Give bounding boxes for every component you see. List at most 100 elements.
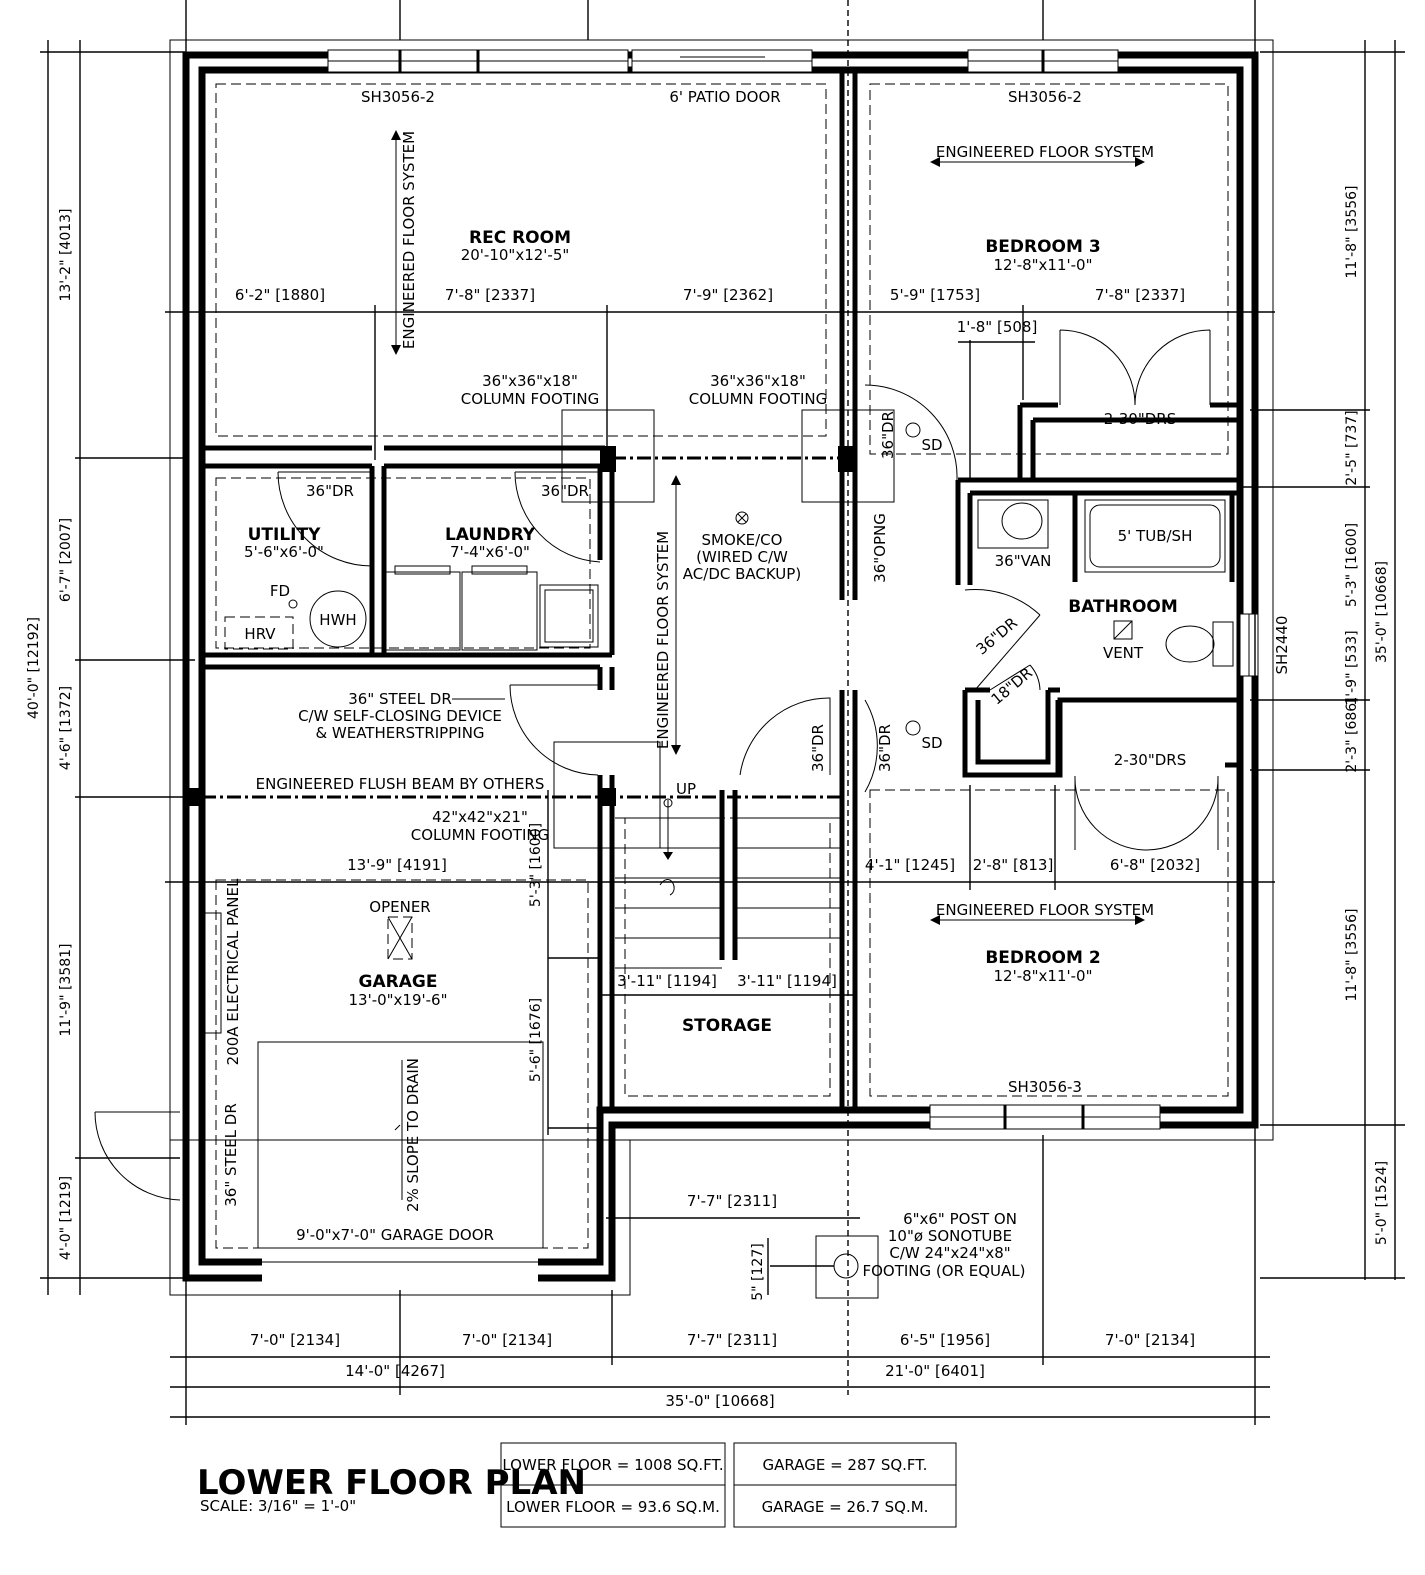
door-label-bed2: 36"DR: [876, 724, 894, 772]
footing-2-label: COLUMN FOOTING: [689, 390, 827, 408]
footing-3-label: COLUMN FOOTING: [411, 826, 549, 844]
window-label-bed2: SH3056-3: [1008, 1078, 1082, 1096]
smoke-co-1: SMOKE/CO: [702, 531, 783, 549]
dim-text: 13'-9" [4191]: [347, 856, 447, 874]
dim-text: 21'-0" [6401]: [885, 1362, 985, 1380]
door-label-bed3: 36"DR: [879, 411, 897, 459]
column-post: [838, 446, 856, 472]
post-note-3: C/W 24"x24"x8": [889, 1244, 1010, 1262]
post-note-1: 6"x6" POST ON: [903, 1210, 1017, 1228]
dim-text: 11'-8" [3556]: [1344, 185, 1360, 278]
lower-sqm: LOWER FLOOR = 93.6 SQ.M.: [506, 1498, 720, 1516]
lower-sqft: LOWER FLOOR = 1008 SQ.FT.: [502, 1456, 723, 1474]
dim-text: 11'-8" [3556]: [1344, 908, 1360, 1001]
efs-hall: ENGINEERED FLOOR SYSTEM: [654, 531, 672, 749]
laundry-size: 7'-4"x6'-0": [450, 543, 530, 561]
post-note-2: 10"ø SONOTUBE: [888, 1227, 1012, 1245]
patio-door-label: 6' PATIO DOOR: [669, 88, 780, 106]
utility-name: UTILITY: [248, 525, 321, 545]
window-bedroom-3: [967, 49, 1119, 73]
bedroom-2-size: 12'-8"x11'-0": [993, 967, 1092, 985]
storage-name: STORAGE: [682, 1016, 772, 1036]
room-dashed-outlines: [215, 83, 1229, 1299]
dim-text: 4'-6" [1372]: [58, 686, 74, 770]
dim-text: 5'-3" [1600]: [528, 823, 544, 907]
floor-drain-label: FD: [270, 582, 290, 600]
column-post: [184, 788, 202, 806]
garage-name: GARAGE: [359, 972, 438, 992]
dim-text: 7'-8" [2337]: [1095, 286, 1185, 304]
flush-beam-label: ENGINEERED FLUSH BEAM BY OTHERS: [256, 775, 545, 793]
column-post: [600, 446, 616, 472]
dim-text: 7'-7" [2311]: [687, 1331, 777, 1349]
door-label-laundry: 36"DR: [541, 482, 589, 500]
title-block: LOWER FLOOR PLAN SCALE: 3/16" = 1'-0" LO…: [197, 1442, 957, 1528]
utility-size: 5'-6"x6'-0": [244, 543, 324, 561]
electrical-panel-label: 200A ELECTRICAL PANEL: [224, 878, 242, 1065]
efs-rec: ENGINEERED FLOOR SYSTEM: [400, 131, 418, 349]
fixtures: [204, 422, 1234, 1279]
staircase: [615, 798, 842, 969]
dim-text: 6'-7" [2007]: [58, 518, 74, 602]
dim-text: 7'-0" [2134]: [462, 1331, 552, 1349]
dim-text: 5" [127]: [750, 1243, 766, 1300]
door-swings: [94, 329, 1219, 1201]
window-bathroom: [1239, 613, 1259, 677]
opener-label: OPENER: [369, 898, 430, 916]
dim-text: 6'-2" [1880]: [235, 286, 325, 304]
smoke-co-2: (WIRED C/W: [696, 548, 788, 566]
efs-bed3: ENGINEERED FLOOR SYSTEM: [936, 143, 1154, 161]
laundry-name: LAUNDRY: [445, 525, 536, 545]
dim-text: 7'-7" [2311]: [687, 1192, 777, 1210]
window-rec-room: [327, 49, 629, 73]
window-labels: SH3056-2 6' PATIO DOOR SH3056-2 SH3056-3…: [361, 88, 1291, 1096]
bedroom-3-name: BEDROOM 3: [985, 237, 1100, 257]
stair-up-label: UP: [676, 780, 696, 798]
steel-door-2: C/W SELF-CLOSING DEVICE: [298, 707, 502, 725]
dim-text: 13'-2" [4013]: [58, 208, 74, 301]
door-label-bath: 36"DR: [973, 614, 1021, 659]
footing-2-size: 36"x36"x18": [710, 372, 806, 390]
door-label-utility: 36"DR: [306, 482, 354, 500]
window-bedroom-2: [929, 1104, 1161, 1130]
closet-doors-bed2: 2-30"DRS: [1114, 751, 1186, 769]
tub-label: 5' TUB/SH: [1118, 527, 1193, 545]
efs-bed2: ENGINEERED FLOOR SYSTEM: [936, 901, 1154, 919]
bedroom-3-size: 12'-8"x11'-0": [993, 256, 1092, 274]
dim-text: 5'-0" [1524]: [1374, 1161, 1390, 1245]
steel-door-3: & WEATHERSTRIPPING: [315, 724, 484, 742]
opening-label: 36"OPNG: [871, 513, 889, 583]
smoke-detector-1: SD: [921, 436, 942, 454]
dim-text: 3'-11" [1194]: [737, 972, 837, 990]
foundation-outline: [169, 39, 1274, 1141]
window-label-bed3: SH3056-2: [1008, 88, 1082, 106]
steel-door-1: 36" STEEL DR: [348, 690, 452, 708]
closet-doors-bed3: 2-30"DRS: [1104, 410, 1176, 428]
dim-text: 4'-0" [1219]: [58, 1176, 74, 1260]
dim-text: 7'-8" [2337]: [445, 286, 535, 304]
patio-door: [631, 49, 813, 73]
dim-text: 2'-5" [737]: [1344, 410, 1360, 485]
dim-text: 5'-9" [1753]: [890, 286, 980, 304]
dim-text: 35'-0" [10668]: [1374, 561, 1390, 663]
window-label-rec: SH3056-2: [361, 88, 435, 106]
door-label-18: 18"DR: [988, 664, 1036, 709]
bedroom-2-name: BEDROOM 2: [985, 948, 1100, 968]
dim-text: 3'-11" [1194]: [617, 972, 717, 990]
dim-text: 1'-8" [508]: [957, 318, 1038, 336]
dim-text: 5'-3" [1600]: [1344, 523, 1360, 607]
dim-text: 2'-3" [686]: [1344, 697, 1360, 772]
smoke-detector-2: SD: [921, 734, 942, 752]
dim-text: 4'-1" [1245]: [865, 856, 955, 874]
rec-room-size: 20'-10"x12'-5": [461, 246, 570, 264]
dim-text: 11'-9" [3581]: [58, 943, 74, 1036]
smoke-co-3: AC/DC BACKUP): [683, 565, 801, 583]
door-label-storage: 36"DR: [809, 724, 827, 772]
dimension-lines: [40, 0, 1405, 1425]
dimension-texts: 6'-2" [1880] 7'-8" [2337] 7'-9" [2362] 5…: [26, 185, 1390, 1410]
vent-label: VENT: [1103, 644, 1144, 662]
footing-1-size: 36"x36"x18": [482, 372, 578, 390]
post-note-4: FOOTING (OR EQUAL): [862, 1262, 1025, 1280]
footing-1-label: COLUMN FOOTING: [461, 390, 599, 408]
